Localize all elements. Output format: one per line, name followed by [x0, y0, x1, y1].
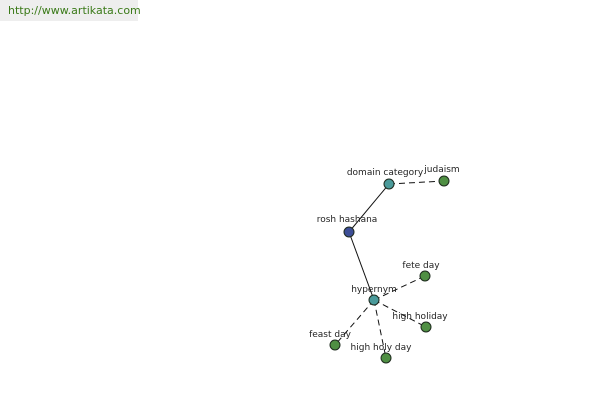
- node-label-fete-day: fete day: [402, 261, 440, 271]
- node-judaism[interactable]: [438, 175, 450, 187]
- node-label-feast-day: feast day: [309, 330, 352, 340]
- node-hypernym[interactable]: [368, 294, 380, 306]
- node-domain-category[interactable]: [383, 178, 395, 190]
- node-high-holy-day[interactable]: [380, 352, 392, 364]
- node-label-hypernym: hypernym: [351, 285, 397, 295]
- node-label-domain-category: domain category: [347, 168, 424, 178]
- node-label-judaism: judaism: [423, 165, 459, 175]
- node-fete-day[interactable]: [419, 270, 431, 282]
- source-banner: http://www.artikata.com: [0, 0, 141, 21]
- node-label-high-holiday: high holiday: [392, 312, 448, 322]
- edge-rosh-hashana-to-hypernym: [348, 231, 375, 301]
- node-label-high-holy-day: high holy day: [351, 343, 413, 353]
- edge-rosh-hashana-to-domain-category: [348, 183, 390, 233]
- nodes-layer: [329, 175, 450, 364]
- node-label-rosh-hashana: rosh hashana: [317, 215, 378, 225]
- node-feast-day[interactable]: [329, 339, 341, 351]
- source-url-link[interactable]: http://www.artikata.com: [8, 4, 141, 17]
- edges-layer: [334, 180, 445, 359]
- node-high-holiday[interactable]: [420, 321, 432, 333]
- edge-domain-category-to-judaism: [388, 180, 445, 185]
- node-rosh-hashana[interactable]: [343, 226, 355, 238]
